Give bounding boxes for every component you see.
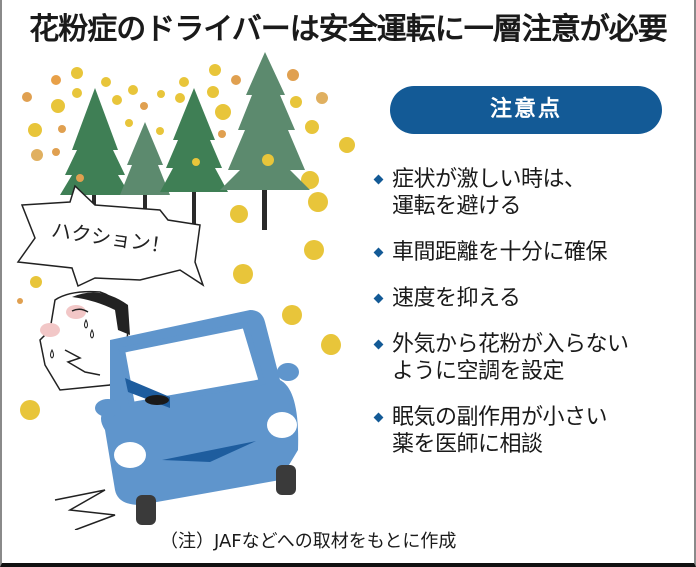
list-item: 車間距離を十分に確保 [372, 239, 682, 266]
list-item-text: ように空調を設定 [392, 359, 565, 384]
list-item: 症状が激しい時は、 運転を避ける [372, 166, 682, 220]
list-item-text: 車間距離を十分に確保 [392, 240, 608, 265]
list-item: 眠気の副作用が小さい 薬を医師に相談 [372, 404, 682, 458]
list-item: 外気から花粉が入らない ように空調を設定 [372, 331, 682, 385]
diamond-bullet-icon [373, 412, 384, 423]
speech-bubble: ハクション！ [16, 184, 205, 288]
car-icon [54, 310, 299, 530]
list-item-text: 運転を避ける [392, 194, 522, 219]
list-item-text: 薬を医師に相談 [392, 432, 543, 457]
source-note: （注）JAFなどへの取材をもとに作成 [160, 531, 457, 552]
list-item-text: 外気から花粉が入らない [392, 332, 629, 357]
panel-heading: 注意点 [390, 86, 662, 134]
precautions-list: 症状が激しい時は、 運転を避ける 車間距離を十分に確保 速度を抑える 外気から花… [372, 166, 682, 477]
list-item-text: 症状が激しい時は、 [392, 167, 586, 192]
list-item: 速度を抑える [372, 285, 682, 312]
diamond-bullet-icon [373, 174, 384, 185]
diamond-bullet-icon [373, 339, 384, 350]
list-item-text: 眠気の副作用が小さい [392, 405, 608, 430]
diamond-bullet-icon [373, 247, 384, 258]
driver-figure [39, 290, 130, 391]
pollen-icon [17, 64, 355, 420]
figure-title: 花粉症のドライバーは安全運転に一層注意が必要 [29, 12, 667, 47]
tree-icon [60, 52, 310, 230]
illustration: ハクション！ [16, 52, 355, 530]
diamond-bullet-icon [373, 293, 384, 304]
list-item-text: 速度を抑える [392, 286, 521, 311]
